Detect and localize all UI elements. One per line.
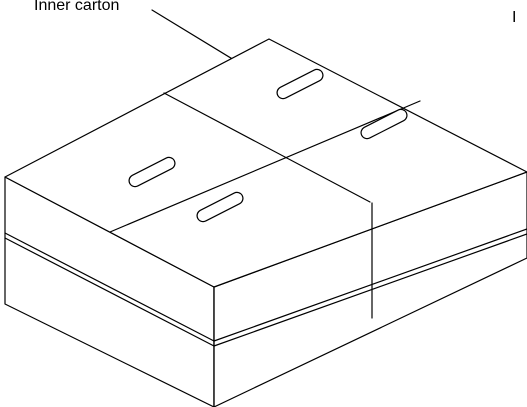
layer-seam-right-lower	[213, 233, 527, 347]
hand-hole-back-left	[276, 68, 324, 100]
right-label-fragment: I	[512, 9, 516, 26]
hand-hole-back-right	[360, 108, 408, 140]
top-divider-left-right	[109, 100, 421, 233]
top-divider-front-back	[163, 92, 371, 203]
layer-seam-left-upper	[4, 232, 215, 342]
layer-seam-right-upper	[213, 228, 527, 342]
inner-carton-label: Inner carton	[34, 0, 119, 14]
top-face	[4, 38, 527, 288]
layer-seam-left-lower	[4, 237, 215, 347]
